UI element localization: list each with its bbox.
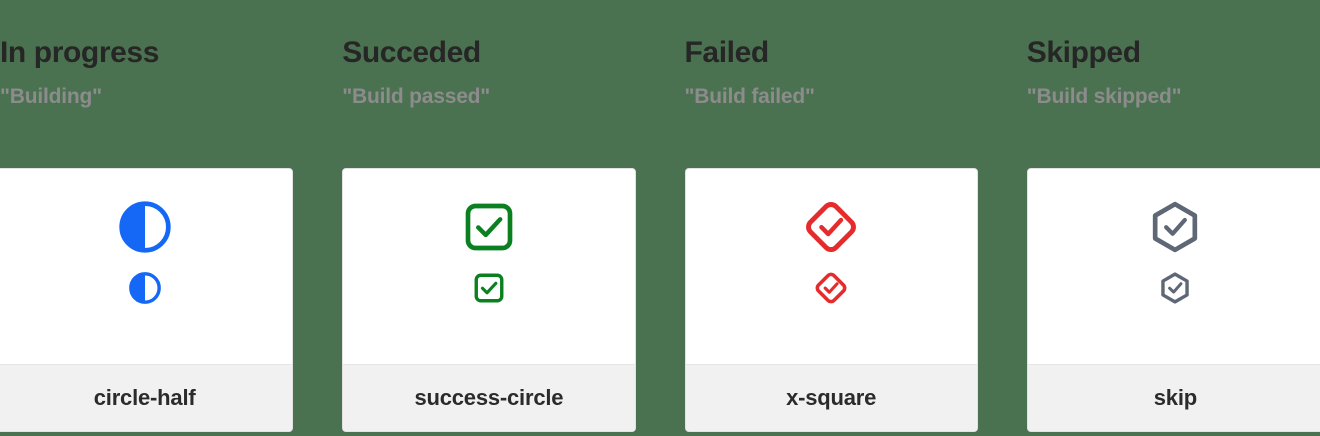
skip-icon-small xyxy=(1161,272,1190,304)
x-square-icon xyxy=(806,202,857,252)
status-column-in-progress: In progress "Building" circle-half xyxy=(0,0,294,436)
circle-half-icon-small xyxy=(128,272,161,304)
status-column-failed: Failed "Build failed" x-square xyxy=(684,0,978,436)
icon-preview-area xyxy=(343,169,635,364)
status-subtitle: "Building" xyxy=(0,85,102,108)
icon-name-label: circle-half xyxy=(93,385,196,410)
status-subtitle: "Build skipped" xyxy=(1026,85,1182,108)
icon-card[interactable]: skip xyxy=(1026,168,1320,432)
icon-card[interactable]: x-square xyxy=(684,168,978,432)
icon-preview-area xyxy=(0,169,293,364)
icon-preview-area xyxy=(1027,169,1320,364)
status-subtitle: "Build failed" xyxy=(684,85,815,108)
icon-name-label: success-circle xyxy=(414,385,564,410)
icon-preview-area xyxy=(685,169,977,364)
icon-card[interactable]: success-circle xyxy=(342,168,636,432)
icon-name-footer: circle-half xyxy=(0,364,293,431)
icon-name-label: skip xyxy=(1153,385,1197,410)
page-title: Failed xyxy=(684,36,770,69)
status-column-succeded: Succeded "Build passed" success-circle xyxy=(342,0,636,436)
icon-name-footer: success-circle xyxy=(343,364,635,431)
icon-name-footer: skip xyxy=(1027,364,1320,431)
success-circle-icon-small xyxy=(474,273,504,303)
circle-half-icon xyxy=(118,201,171,253)
page-title: Succeded xyxy=(342,36,481,69)
page-title: In progress xyxy=(0,36,159,69)
skip-icon xyxy=(1153,201,1198,253)
icon-card[interactable]: circle-half xyxy=(0,168,294,432)
icon-name-footer: x-square xyxy=(685,364,977,431)
status-subtitle: "Build passed" xyxy=(342,85,491,108)
x-square-icon-small xyxy=(815,272,847,304)
icon-name-label: x-square xyxy=(786,385,877,410)
page-title: Skipped xyxy=(1026,36,1141,69)
status-column-skipped: Skipped "Build skipped" skip xyxy=(1026,0,1320,436)
success-circle-icon xyxy=(465,203,513,251)
